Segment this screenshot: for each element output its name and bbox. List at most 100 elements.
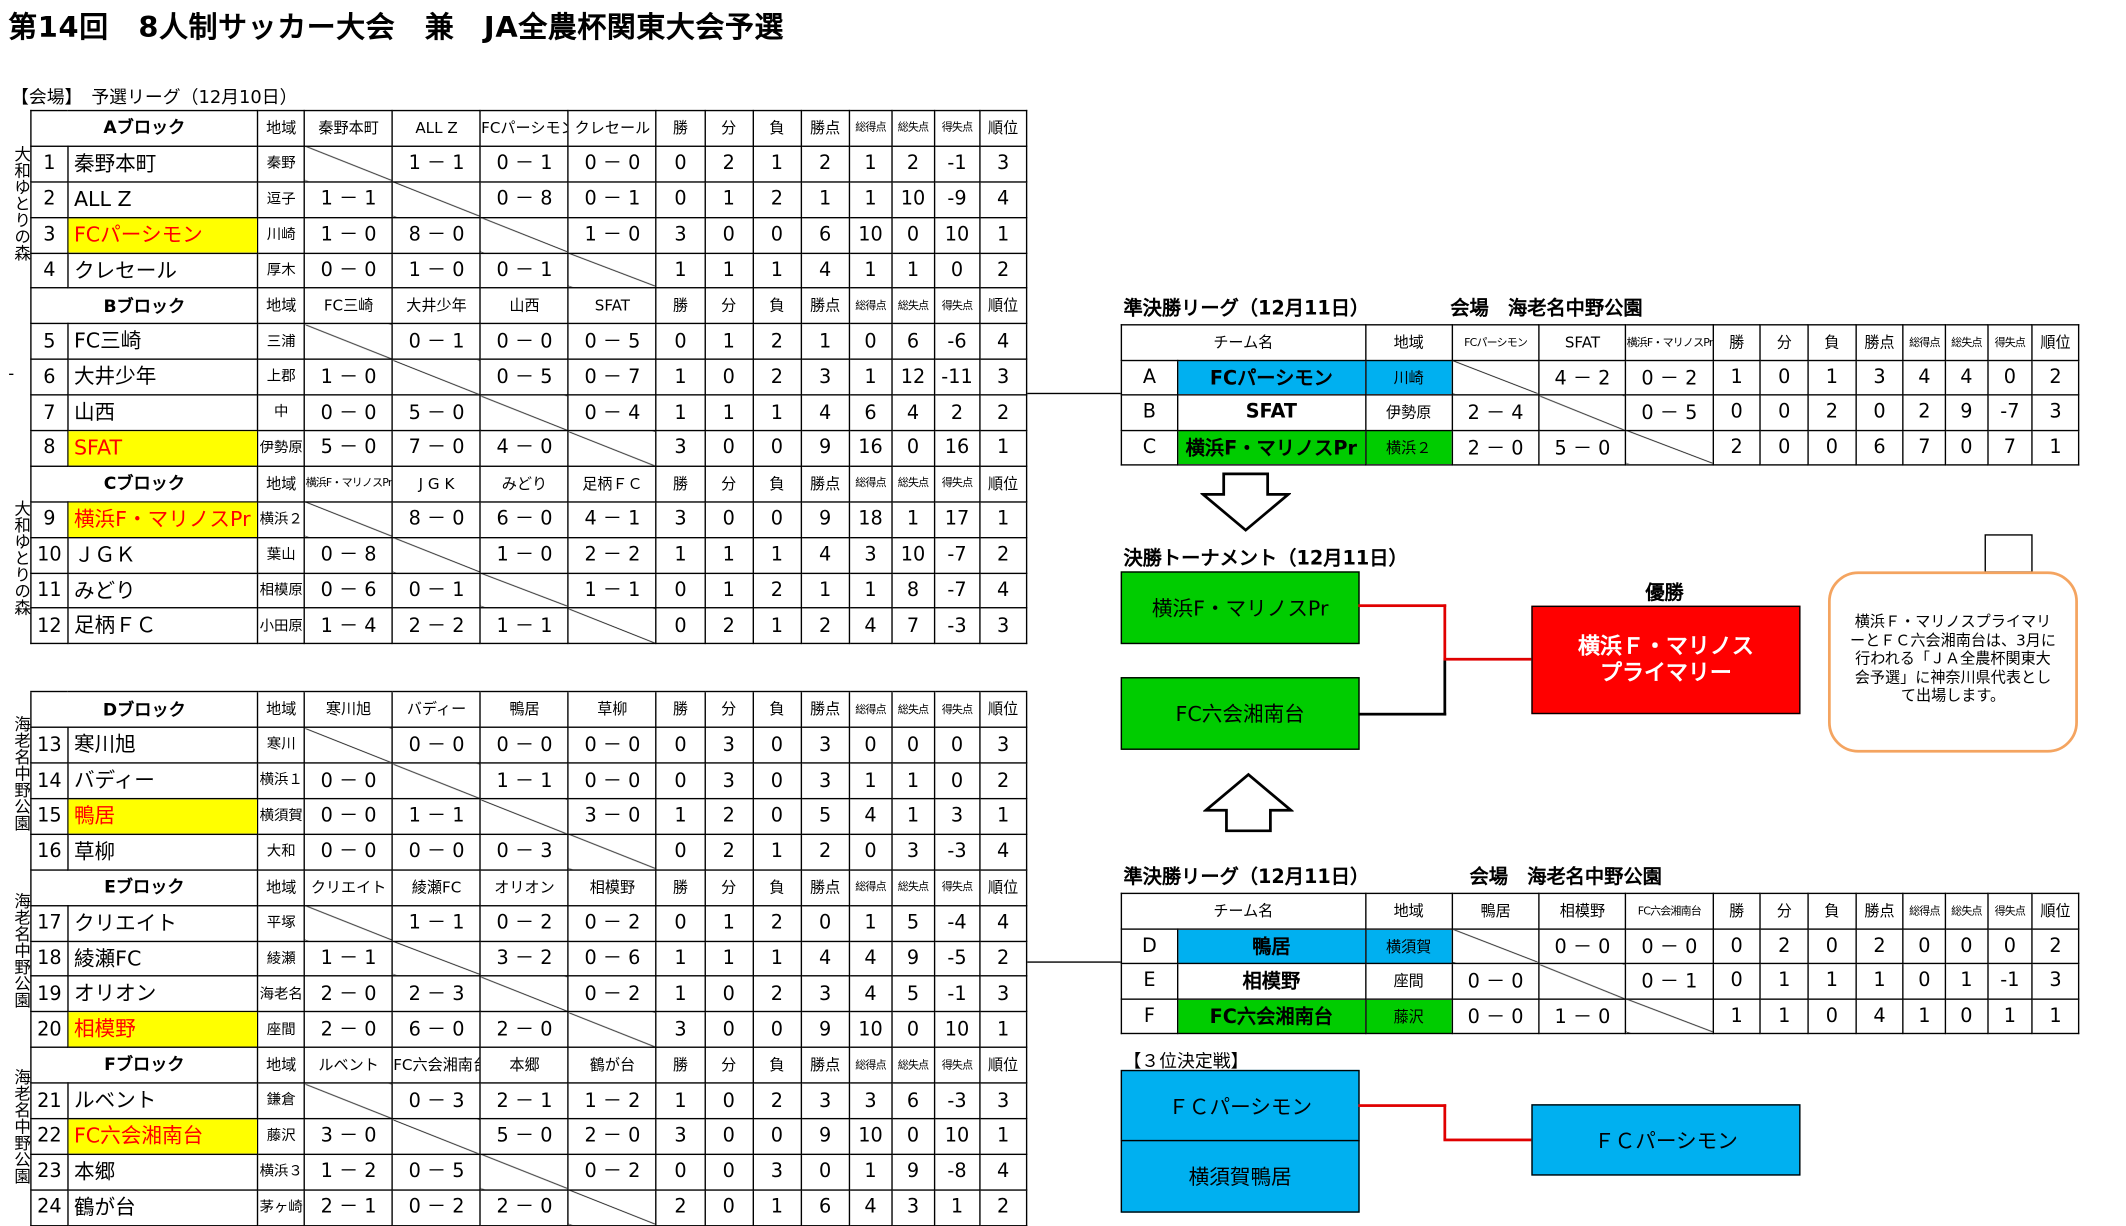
goals-against: 5 xyxy=(891,904,936,942)
match-score: 1 － 1 xyxy=(479,607,570,645)
match-score: 0 － 4 xyxy=(567,394,658,432)
losses: 2 xyxy=(752,904,802,942)
col-gf: 総得点 xyxy=(848,109,893,147)
col-opponent: 本郷 xyxy=(479,1046,570,1084)
col-opponent: FC三崎 xyxy=(303,287,394,325)
final-team-1: 横浜F・マリノスPr xyxy=(1120,571,1360,645)
rank: 3 xyxy=(979,726,1028,764)
team-region: 葉山 xyxy=(257,536,306,574)
goals-for: 18 xyxy=(848,501,893,538)
goals-against: 12 xyxy=(891,358,936,396)
wins: 1 xyxy=(655,975,706,1013)
goals-for: 10 xyxy=(848,1011,893,1049)
goals-against: 0 xyxy=(891,1011,936,1049)
col-region: 地域 xyxy=(257,109,306,147)
col-rank: 順位 xyxy=(979,691,1028,729)
match-score: 3 － 0 xyxy=(303,1118,394,1155)
team-region: 寒川 xyxy=(257,726,306,764)
col-loss: 負 xyxy=(752,465,802,503)
block-header-row: Dブロック地域寒川旭バディー鴨居草柳勝分負勝点総得点総失点得失点順位 xyxy=(30,691,1028,729)
col-win: 勝 xyxy=(655,869,706,907)
third-team-2: 横須賀鴨居 xyxy=(1120,1139,1360,1213)
match-score: 0 － 8 xyxy=(479,180,570,218)
draws: 0 xyxy=(703,1189,754,1226)
third-winner: ＦＣパーシモン xyxy=(1531,1104,1801,1176)
goal-difference: -1 xyxy=(933,145,981,183)
match-score: 0 － 3 xyxy=(391,1082,482,1120)
team-region: 秦野 xyxy=(257,145,306,183)
match-score: 5 － 0 xyxy=(303,429,394,467)
col-opponent: FCパーシモン xyxy=(1451,324,1540,361)
col-opponent: 綾瀬FC xyxy=(391,869,482,907)
self-match-cell xyxy=(479,797,570,835)
col-loss: 負 xyxy=(752,869,802,907)
stat-d: 0 xyxy=(1759,429,1809,466)
goal-difference: -7 xyxy=(933,536,981,574)
team-name: 草柳 xyxy=(67,833,259,871)
team-region: 中 xyxy=(257,394,306,432)
col-loss: 負 xyxy=(752,109,802,147)
rank: 4 xyxy=(979,572,1028,610)
losses: 1 xyxy=(752,607,802,645)
semi2-venue: 会場 海老名中野公園 xyxy=(1469,866,1662,889)
final-label: 決勝トーナメント（12月11日） xyxy=(1123,547,1408,570)
losses: 2 xyxy=(752,358,802,396)
team-number: 23 xyxy=(30,1153,69,1191)
match-score: 0 － 2 xyxy=(479,904,570,942)
team-name: 鴨居 xyxy=(67,797,259,835)
team-name: 鶴が台 xyxy=(67,1189,259,1226)
col-gd: 得失点 xyxy=(933,691,981,729)
match-score: 0 － 0 xyxy=(303,797,394,835)
match-score: 6 － 0 xyxy=(479,501,570,538)
goal-difference: -3 xyxy=(933,833,981,871)
team-region: 伊勢原 xyxy=(257,429,306,467)
draws: 0 xyxy=(703,1082,754,1120)
match-score: 1 － 1 xyxy=(567,572,658,610)
losses: 2 xyxy=(752,323,802,361)
stat-gf: 0 xyxy=(1902,927,1947,965)
points: 3 xyxy=(800,726,850,764)
team-name: みどり xyxy=(67,572,259,610)
col-opponent: 鶴が台 xyxy=(567,1046,658,1084)
goal-difference: 0 xyxy=(933,252,981,290)
stat-gf: 1 xyxy=(1902,997,1947,1035)
stat-pts: 6 xyxy=(1855,429,1905,466)
match-score: 0 － 1 xyxy=(479,252,570,290)
self-match-cell xyxy=(391,762,482,800)
wins: 1 xyxy=(655,1082,706,1120)
goal-difference: 3 xyxy=(933,797,981,835)
col-opponent: 横浜F・マリノスPr xyxy=(1625,324,1714,361)
self-match-cell xyxy=(391,1118,482,1155)
col-ga: 総失点 xyxy=(891,109,936,147)
match-score: 1 － 0 xyxy=(1538,997,1627,1035)
team-name: FCパーシモン xyxy=(1176,359,1366,396)
match-score: 2 － 0 xyxy=(479,1189,570,1226)
stat-d: 1 xyxy=(1759,997,1809,1035)
self-match-cell xyxy=(303,726,394,764)
team-number: 8 xyxy=(30,429,69,467)
goal-difference: -9 xyxy=(933,180,981,218)
col-rank: 順位 xyxy=(979,287,1028,325)
wins: 0 xyxy=(655,726,706,764)
goals-for: 3 xyxy=(848,536,893,574)
venue-group-1: 大和ゆとりの森 xyxy=(12,145,32,261)
team-number: 14 xyxy=(30,762,69,800)
match-score: 0 － 0 xyxy=(567,726,658,764)
col-opponent: ルベント xyxy=(303,1046,394,1084)
final-line-3 xyxy=(1443,604,1447,660)
stat-d: 0 xyxy=(1759,394,1809,431)
team-number: 13 xyxy=(30,726,69,764)
losses: 2 xyxy=(752,180,802,218)
col-gd: 得失点 xyxy=(933,287,981,325)
points: 4 xyxy=(800,536,850,574)
team-region: 川崎 xyxy=(257,216,306,254)
self-match-cell xyxy=(1538,394,1627,431)
goal-difference: 2 xyxy=(933,394,981,432)
col-win: 勝 xyxy=(655,465,706,503)
team-name: 相模野 xyxy=(67,1011,259,1049)
group-key: C xyxy=(1120,429,1179,466)
